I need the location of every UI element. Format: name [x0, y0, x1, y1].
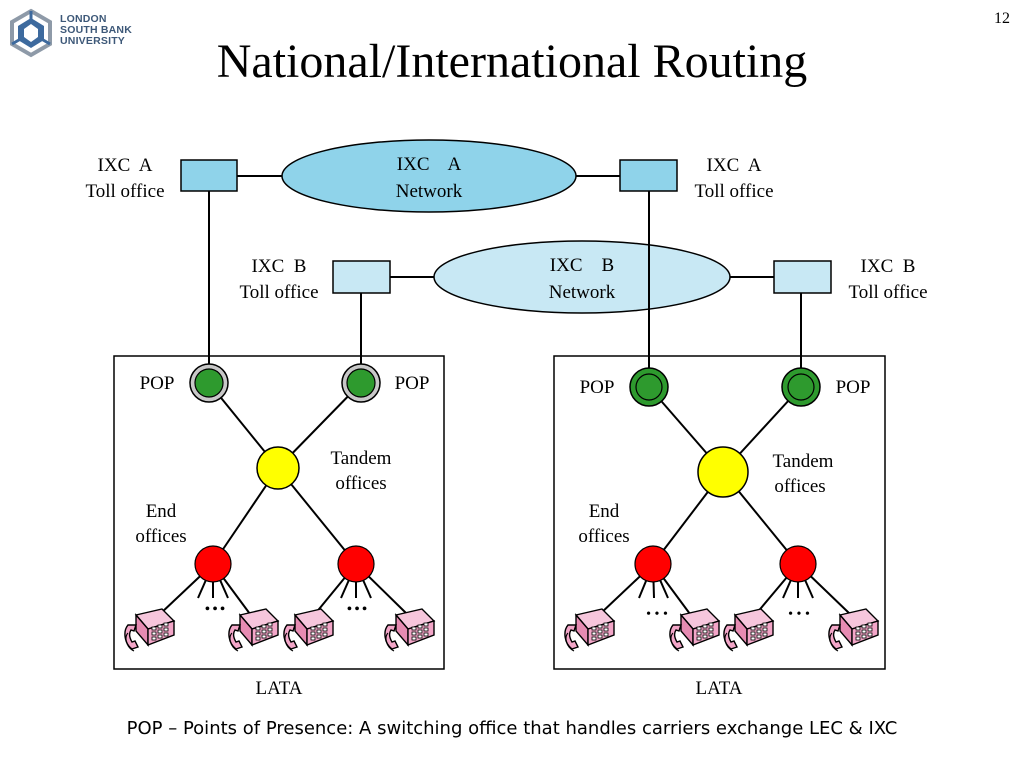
pop-node-core	[635, 373, 663, 401]
ixc-a-network-sublabel: Network	[396, 181, 463, 202]
pop-definition-caption: POP – Points of Presence: A switching of…	[126, 718, 898, 739]
ixc-b-group: IXC B Network IXC B Toll office IXC B To…	[239, 240, 928, 314]
telephone-icon	[564, 608, 615, 652]
lata-left: POP POP Tandem offices End offices ••• •…	[113, 355, 445, 699]
ixc-a-toll-office-right	[619, 159, 678, 192]
end-offices-sublabel: offices	[135, 526, 186, 547]
ixc-a-network-label: IXC A	[397, 154, 462, 175]
logo-line-2: SOUTH BANK	[60, 24, 132, 36]
logo-text: LONDON SOUTH BANK UNIVERSITY	[60, 14, 132, 47]
ixc-b-network	[433, 240, 731, 314]
more-phones-ellipsis: • • •	[646, 607, 668, 622]
ixc-a-toll-left-label: IXC A	[98, 155, 153, 176]
end-office-node	[194, 545, 232, 583]
end-office-node	[779, 545, 817, 583]
ixc-a-toll-left-sublabel: Toll office	[85, 181, 164, 202]
more-phones-ellipsis: •••	[205, 601, 228, 618]
telephone-icon	[124, 608, 175, 652]
tandem-offices-sublabel: offices	[774, 476, 825, 497]
ixc-a-toll-office-left	[180, 159, 238, 192]
telephone-icon	[228, 608, 279, 652]
ixc-a-network	[281, 139, 577, 213]
university-logo: LONDON SOUTH BANK UNIVERSITY	[6, 8, 146, 60]
tandem-office-node	[256, 446, 300, 490]
ixc-b-toll-right-label: IXC B	[861, 256, 916, 277]
ixc-b-network-sublabel: Network	[549, 282, 616, 303]
pop-node-core	[346, 368, 376, 398]
tandem-office-node	[697, 446, 749, 498]
telephone-icon	[384, 608, 435, 652]
lata-label: LATA	[255, 678, 302, 699]
pop-label: POP	[836, 377, 871, 398]
logo-line-3: UNIVERSITY	[60, 35, 126, 47]
pop-label: POP	[140, 373, 175, 394]
lata-right: POP POP Tandem offices End offices • • •…	[553, 355, 886, 699]
lata-left-box	[113, 355, 445, 670]
lata-label: LATA	[695, 678, 742, 699]
telephone-icon	[283, 608, 334, 652]
pop-label: POP	[580, 377, 615, 398]
lata-right-box	[553, 355, 886, 670]
end-office-node	[337, 545, 375, 583]
pop-label: POP	[395, 373, 430, 394]
end-offices-label: End	[589, 501, 620, 522]
ixc-b-toll-office-left	[332, 260, 391, 294]
slide-number: 12	[994, 10, 1010, 27]
ixc-a-toll-right-label: IXC A	[707, 155, 762, 176]
ixc-b-network-label: IXC B	[550, 255, 614, 276]
ixc-a-group: IXC A Network IXC A Toll office IXC A To…	[85, 139, 774, 213]
ixc-b-toll-right-sublabel: Toll office	[848, 282, 927, 303]
ixc-b-toll-office-right	[773, 260, 832, 294]
pop-node-core	[787, 373, 815, 401]
ixc-b-toll-left-sublabel: Toll office	[239, 282, 318, 303]
end-offices-label: End	[146, 501, 177, 522]
telephone-icon	[828, 608, 879, 652]
lsbu-star-logo-icon	[10, 8, 52, 58]
end-office-node	[634, 545, 672, 583]
pop-node-core	[194, 368, 224, 398]
tandem-offices-sublabel: offices	[335, 473, 386, 494]
tandem-offices-label: Tandem	[331, 448, 392, 469]
slide-title: National/International Routing	[216, 35, 808, 88]
telephone-icon	[669, 608, 720, 652]
ixc-a-toll-right-sublabel: Toll office	[694, 181, 773, 202]
end-offices-sublabel: offices	[578, 526, 629, 547]
ixc-b-toll-left-label: IXC B	[252, 256, 307, 277]
logo-line-1: LONDON	[60, 13, 107, 25]
tandem-offices-label: Tandem	[773, 451, 834, 472]
more-phones-ellipsis: •••	[347, 601, 370, 618]
trunk-links	[208, 191, 802, 369]
telephone-icon	[723, 608, 774, 652]
more-phones-ellipsis: • • •	[788, 607, 810, 622]
